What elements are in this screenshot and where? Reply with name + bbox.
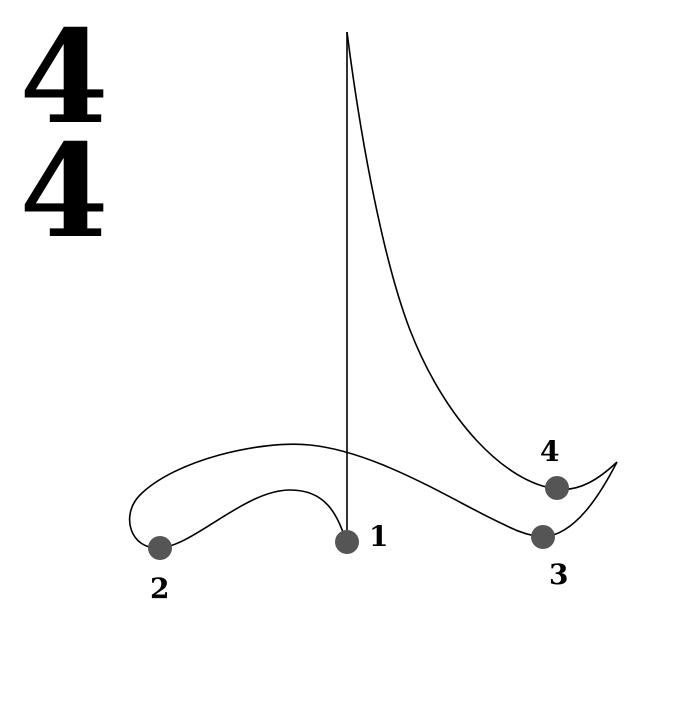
stroke-beat2-to-beat3 [128, 443, 544, 549]
time-signature-denominator: 4 [19, 117, 109, 267]
stroke-beat1-to-beat2 [159, 489, 348, 549]
beat-point-2 [148, 536, 172, 560]
stroke-beat3-to-beat4 [542, 461, 618, 538]
beat-label-2: 2 [150, 572, 169, 605]
time-signature-numerator: 4 [19, 3, 109, 153]
stroke-beat4-to-top [346, 31, 558, 490]
beat-label-4: 4 [540, 435, 559, 468]
beat-point-4 [545, 476, 569, 500]
beat-label-3: 3 [549, 558, 568, 591]
beat-point-3 [531, 525, 555, 549]
beat-label-1: 1 [369, 520, 388, 553]
beat-point-1 [335, 530, 359, 554]
